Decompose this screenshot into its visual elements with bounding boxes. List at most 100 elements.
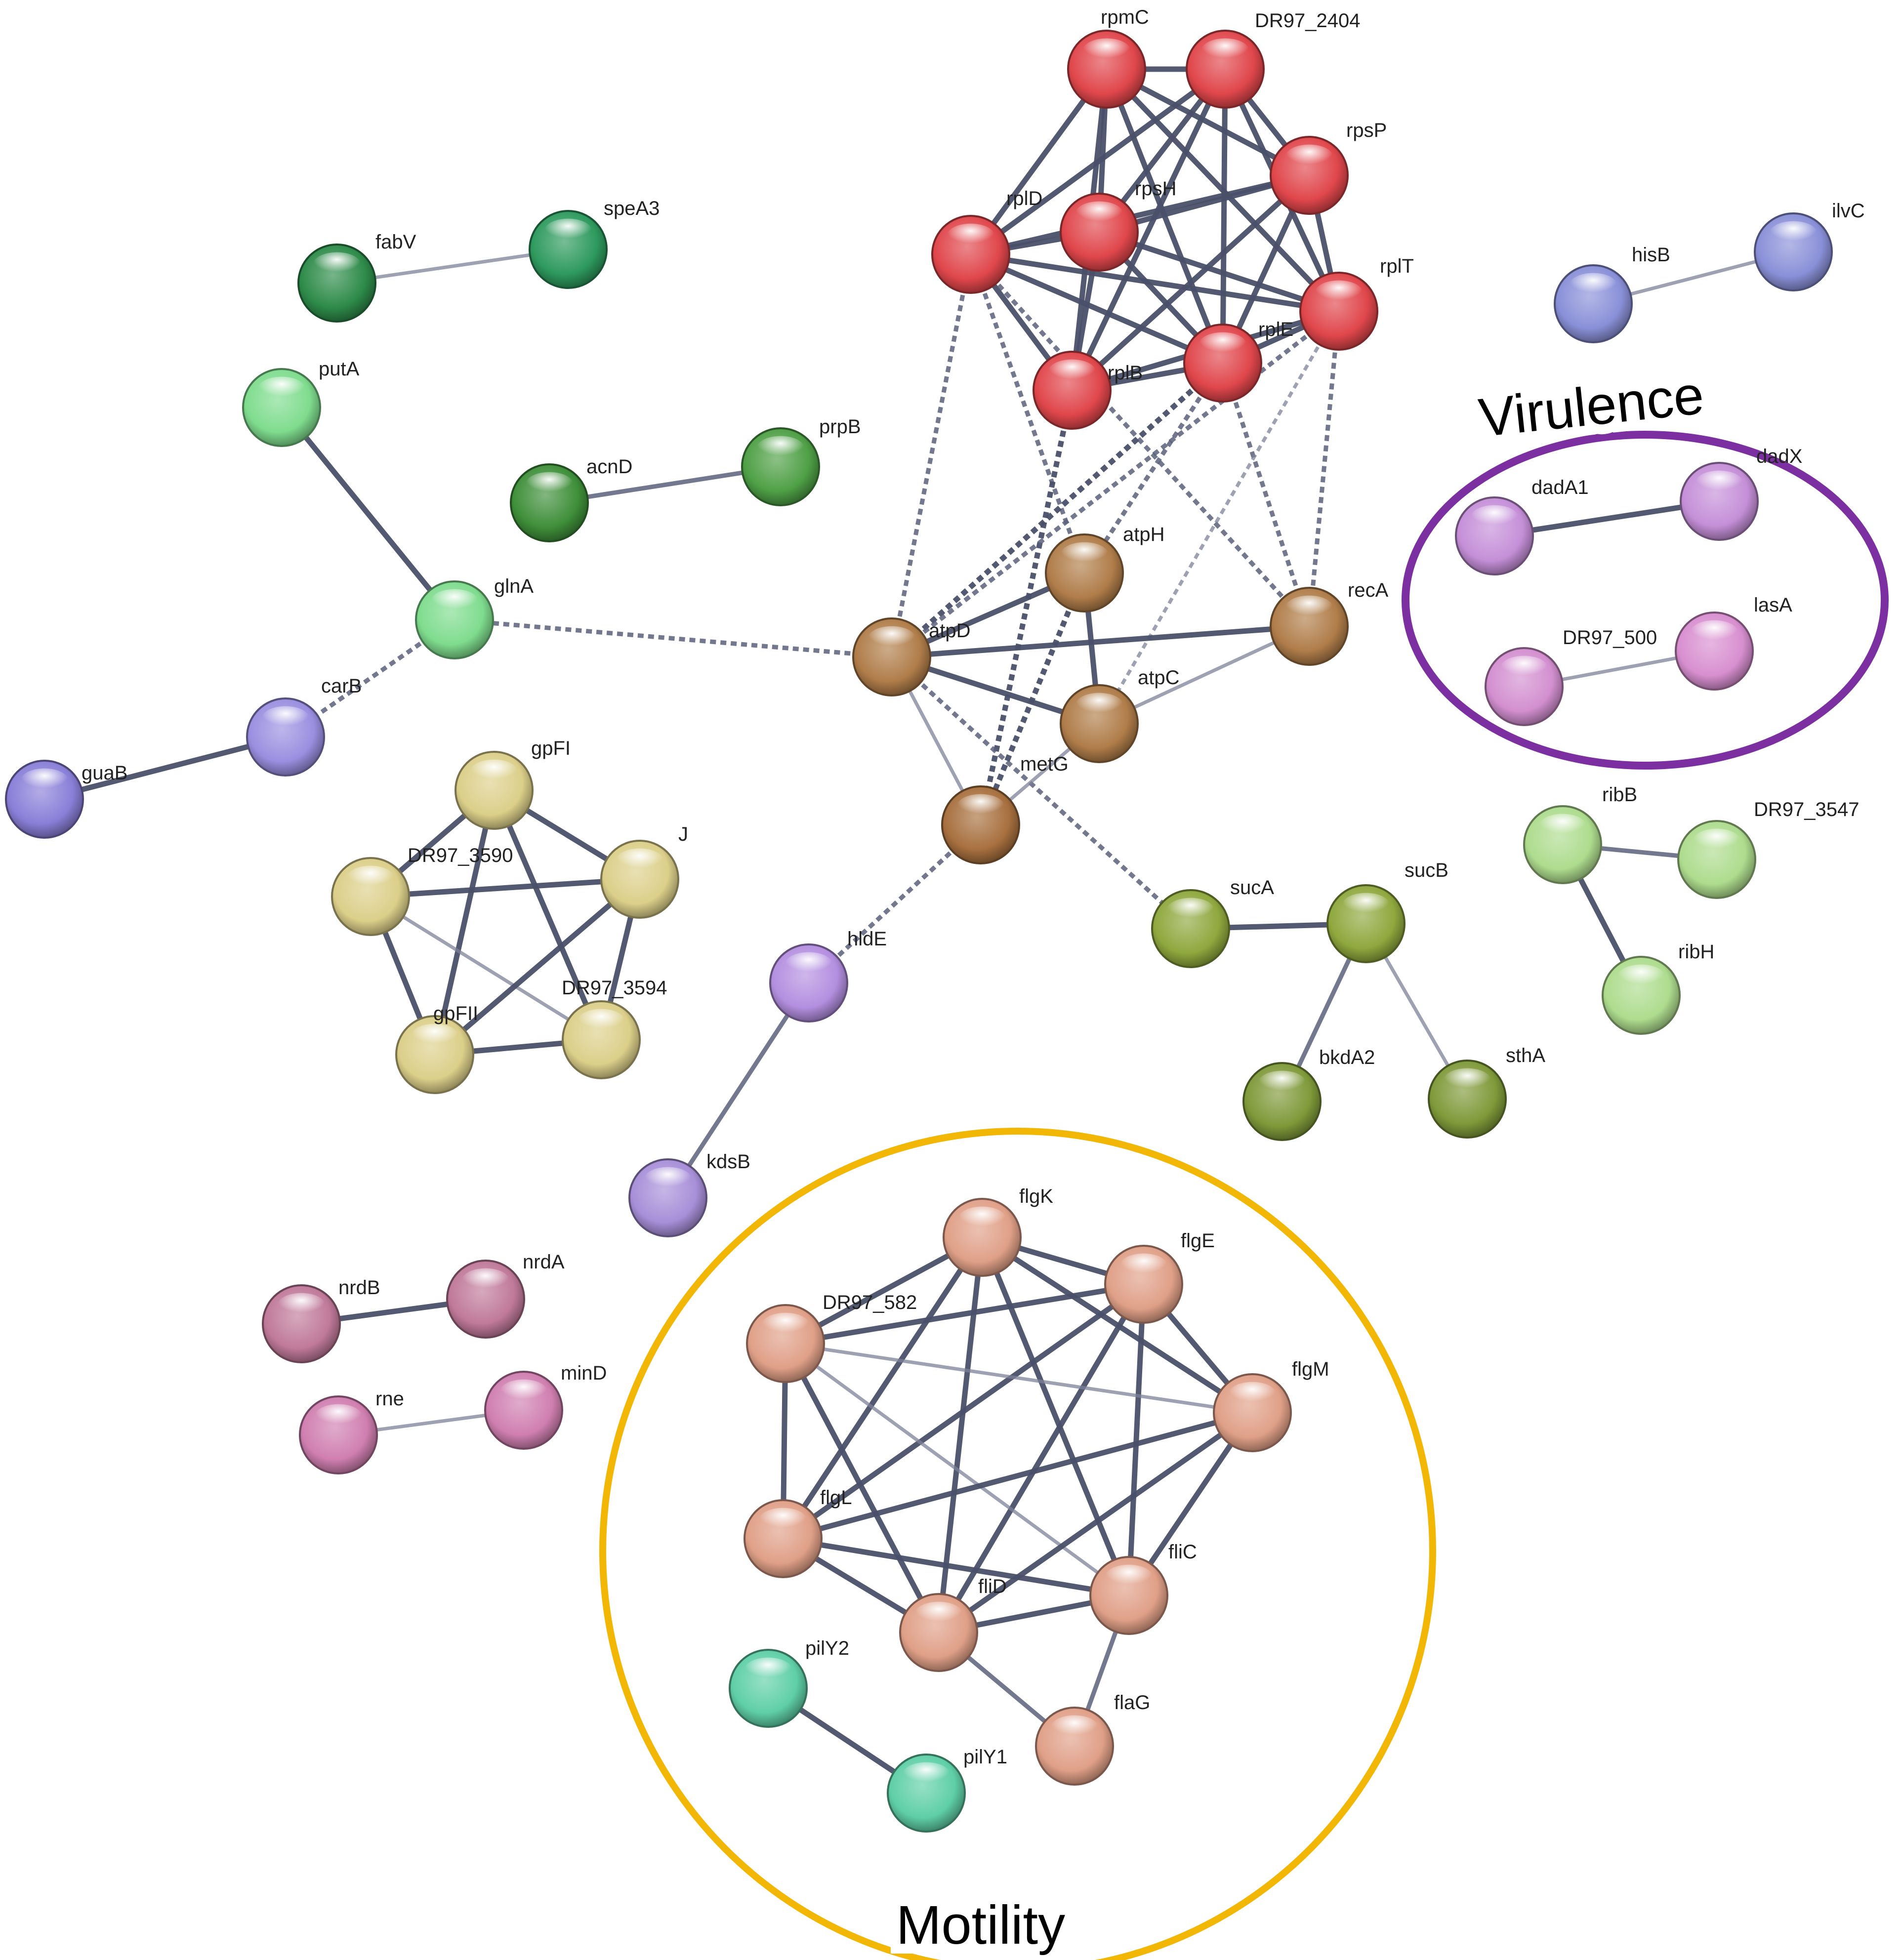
node-highlight <box>1048 359 1096 384</box>
node-gpFI[interactable]: gpFI <box>455 737 571 830</box>
node-label: ribB <box>1602 784 1637 806</box>
node-J[interactable]: J <box>600 823 688 919</box>
motility-outline <box>599 1128 1436 1960</box>
node-label: flgM <box>1292 1358 1329 1380</box>
node-guaB[interactable]: guaB <box>5 760 127 839</box>
node-label: DR97_582 <box>823 1292 917 1313</box>
node-ilvC[interactable]: ilvC <box>1754 200 1865 291</box>
node-rpsH[interactable]: rpsH <box>1060 178 1176 272</box>
node-fliC[interactable]: fliC <box>1089 1541 1197 1635</box>
node-flgE[interactable]: flgE <box>1104 1230 1215 1324</box>
node-sucB[interactable]: sucB <box>1326 859 1448 963</box>
edge-DR97_582-fliC <box>784 1342 1131 1597</box>
node-nrdB[interactable]: nrdB <box>262 1277 380 1363</box>
node-recA[interactable]: recA <box>1270 579 1389 666</box>
node-label: flgK <box>1019 1185 1053 1207</box>
node-DR97_3590[interactable]: DR97_3590 <box>331 845 513 936</box>
edge-DR97_2404-rplD <box>968 66 1228 257</box>
node-carB[interactable]: carB <box>246 675 362 776</box>
node-fabV[interactable]: fabV <box>297 231 416 323</box>
node-gpFII[interactable]: gpFII <box>395 1003 478 1094</box>
node-label: rne <box>375 1388 404 1410</box>
edge-rplE-recA <box>1220 362 1312 627</box>
node-ribB[interactable]: ribB <box>1523 784 1637 884</box>
node-pilY2[interactable]: pilY2 <box>729 1637 849 1728</box>
node-label: rplT <box>1380 255 1414 277</box>
node-minD[interactable]: minD <box>484 1362 607 1450</box>
edge-DR97_2404-rplB <box>1069 66 1228 393</box>
edge-flgM-flgL <box>780 1410 1255 1542</box>
node-nrdA[interactable]: nrdA <box>446 1251 565 1339</box>
node-fliD[interactable]: fliD <box>899 1576 1007 1672</box>
node-flgM[interactable]: flgM <box>1213 1358 1329 1452</box>
node-highlight <box>1617 964 1665 989</box>
node-label: kdsB <box>706 1151 750 1173</box>
node-label: sucB <box>1405 859 1448 881</box>
node-label: hldE <box>847 928 887 950</box>
edge-DR97_3590-J <box>368 876 643 899</box>
node-atpH[interactable]: atpH <box>1045 524 1165 612</box>
edge-flgM-fliD <box>936 1410 1255 1635</box>
node-acnD[interactable]: acnD <box>510 456 632 542</box>
node-dadX[interactable]: dadX <box>1680 446 1802 541</box>
node-rplT[interactable]: rplT <box>1299 255 1414 351</box>
node-rne[interactable]: rne <box>299 1388 404 1474</box>
node-speA3[interactable]: speA3 <box>529 198 660 289</box>
node-sucA[interactable]: sucA <box>1151 877 1274 968</box>
node-dadA1[interactable]: dadA1 <box>1455 477 1589 575</box>
node-highlight <box>761 1312 810 1338</box>
node-ribH[interactable]: ribH <box>1602 941 1714 1035</box>
node-rplD[interactable]: rplD <box>931 188 1042 294</box>
node-highlight <box>744 1657 792 1682</box>
edge-rpsP-rplB <box>1069 172 1312 393</box>
node-DR97_500[interactable]: DR97_500 <box>1485 627 1657 726</box>
node-atpD[interactable]: atpD <box>852 617 971 696</box>
node-highlight <box>411 1023 459 1049</box>
edge-DR97_3590-DR97_3594 <box>369 895 603 1042</box>
node-lasA[interactable]: lasA <box>1675 594 1792 691</box>
node-highlight <box>1228 1382 1277 1407</box>
node-rpmC[interactable]: rpmC <box>1067 6 1149 109</box>
node-metG[interactable]: metG <box>941 753 1069 864</box>
node-label: rpmC <box>1101 6 1149 28</box>
node-label: atpC <box>1138 667 1180 689</box>
edge-flgE-DR97_582 <box>783 1281 1147 1347</box>
node-flaG[interactable]: flaG <box>1035 1692 1150 1786</box>
node-rplB[interactable]: rplB <box>1033 351 1143 430</box>
node-label: atpH <box>1123 524 1165 545</box>
node-DR97_2404[interactable]: DR97_2404 <box>1186 10 1361 109</box>
node-DR97_3594[interactable]: DR97_3594 <box>562 977 667 1079</box>
node-prpB[interactable]: prpB <box>741 416 861 506</box>
node-pilY1[interactable]: pilY1 <box>887 1746 1007 1833</box>
edge-carB-guaB <box>41 734 289 802</box>
node-highlight <box>470 759 518 784</box>
edge-putA-glnA <box>279 405 457 623</box>
edge-flgE-flgL <box>780 1281 1147 1542</box>
node-label: acnD <box>586 456 632 478</box>
node-flgK[interactable]: flgK <box>943 1185 1053 1277</box>
node-label: glnA <box>494 575 534 597</box>
node-highlight <box>956 794 1005 819</box>
node-atpC[interactable]: atpC <box>1060 667 1180 763</box>
node-label: ribH <box>1678 941 1714 963</box>
node-hisB[interactable]: hisB <box>1554 244 1670 343</box>
node-highlight <box>1201 38 1249 63</box>
node-label: recA <box>1348 579 1389 601</box>
node-bkdA2[interactable]: bkdA2 <box>1242 1047 1375 1141</box>
node-rplE[interactable]: rplE <box>1183 319 1293 403</box>
node-DR97_3547[interactable]: DR97_3547 <box>1677 799 1860 899</box>
node-label: atpD <box>929 620 971 642</box>
node-highlight <box>947 223 995 248</box>
node-putA[interactable]: putA <box>242 358 360 447</box>
node-flgL[interactable]: flgL <box>744 1487 852 1578</box>
node-kdsB[interactable]: kdsB <box>628 1151 750 1237</box>
node-sthA[interactable]: sthA <box>1428 1045 1545 1139</box>
node-highlight <box>1075 693 1123 718</box>
node-DR97_582[interactable]: DR97_582 <box>746 1292 917 1383</box>
node-highlight <box>314 1404 363 1429</box>
node-glnA[interactable]: glnA <box>415 575 534 659</box>
node-rpsP[interactable]: rpsP <box>1270 120 1387 215</box>
node-hldE[interactable]: hldE <box>769 928 887 1022</box>
